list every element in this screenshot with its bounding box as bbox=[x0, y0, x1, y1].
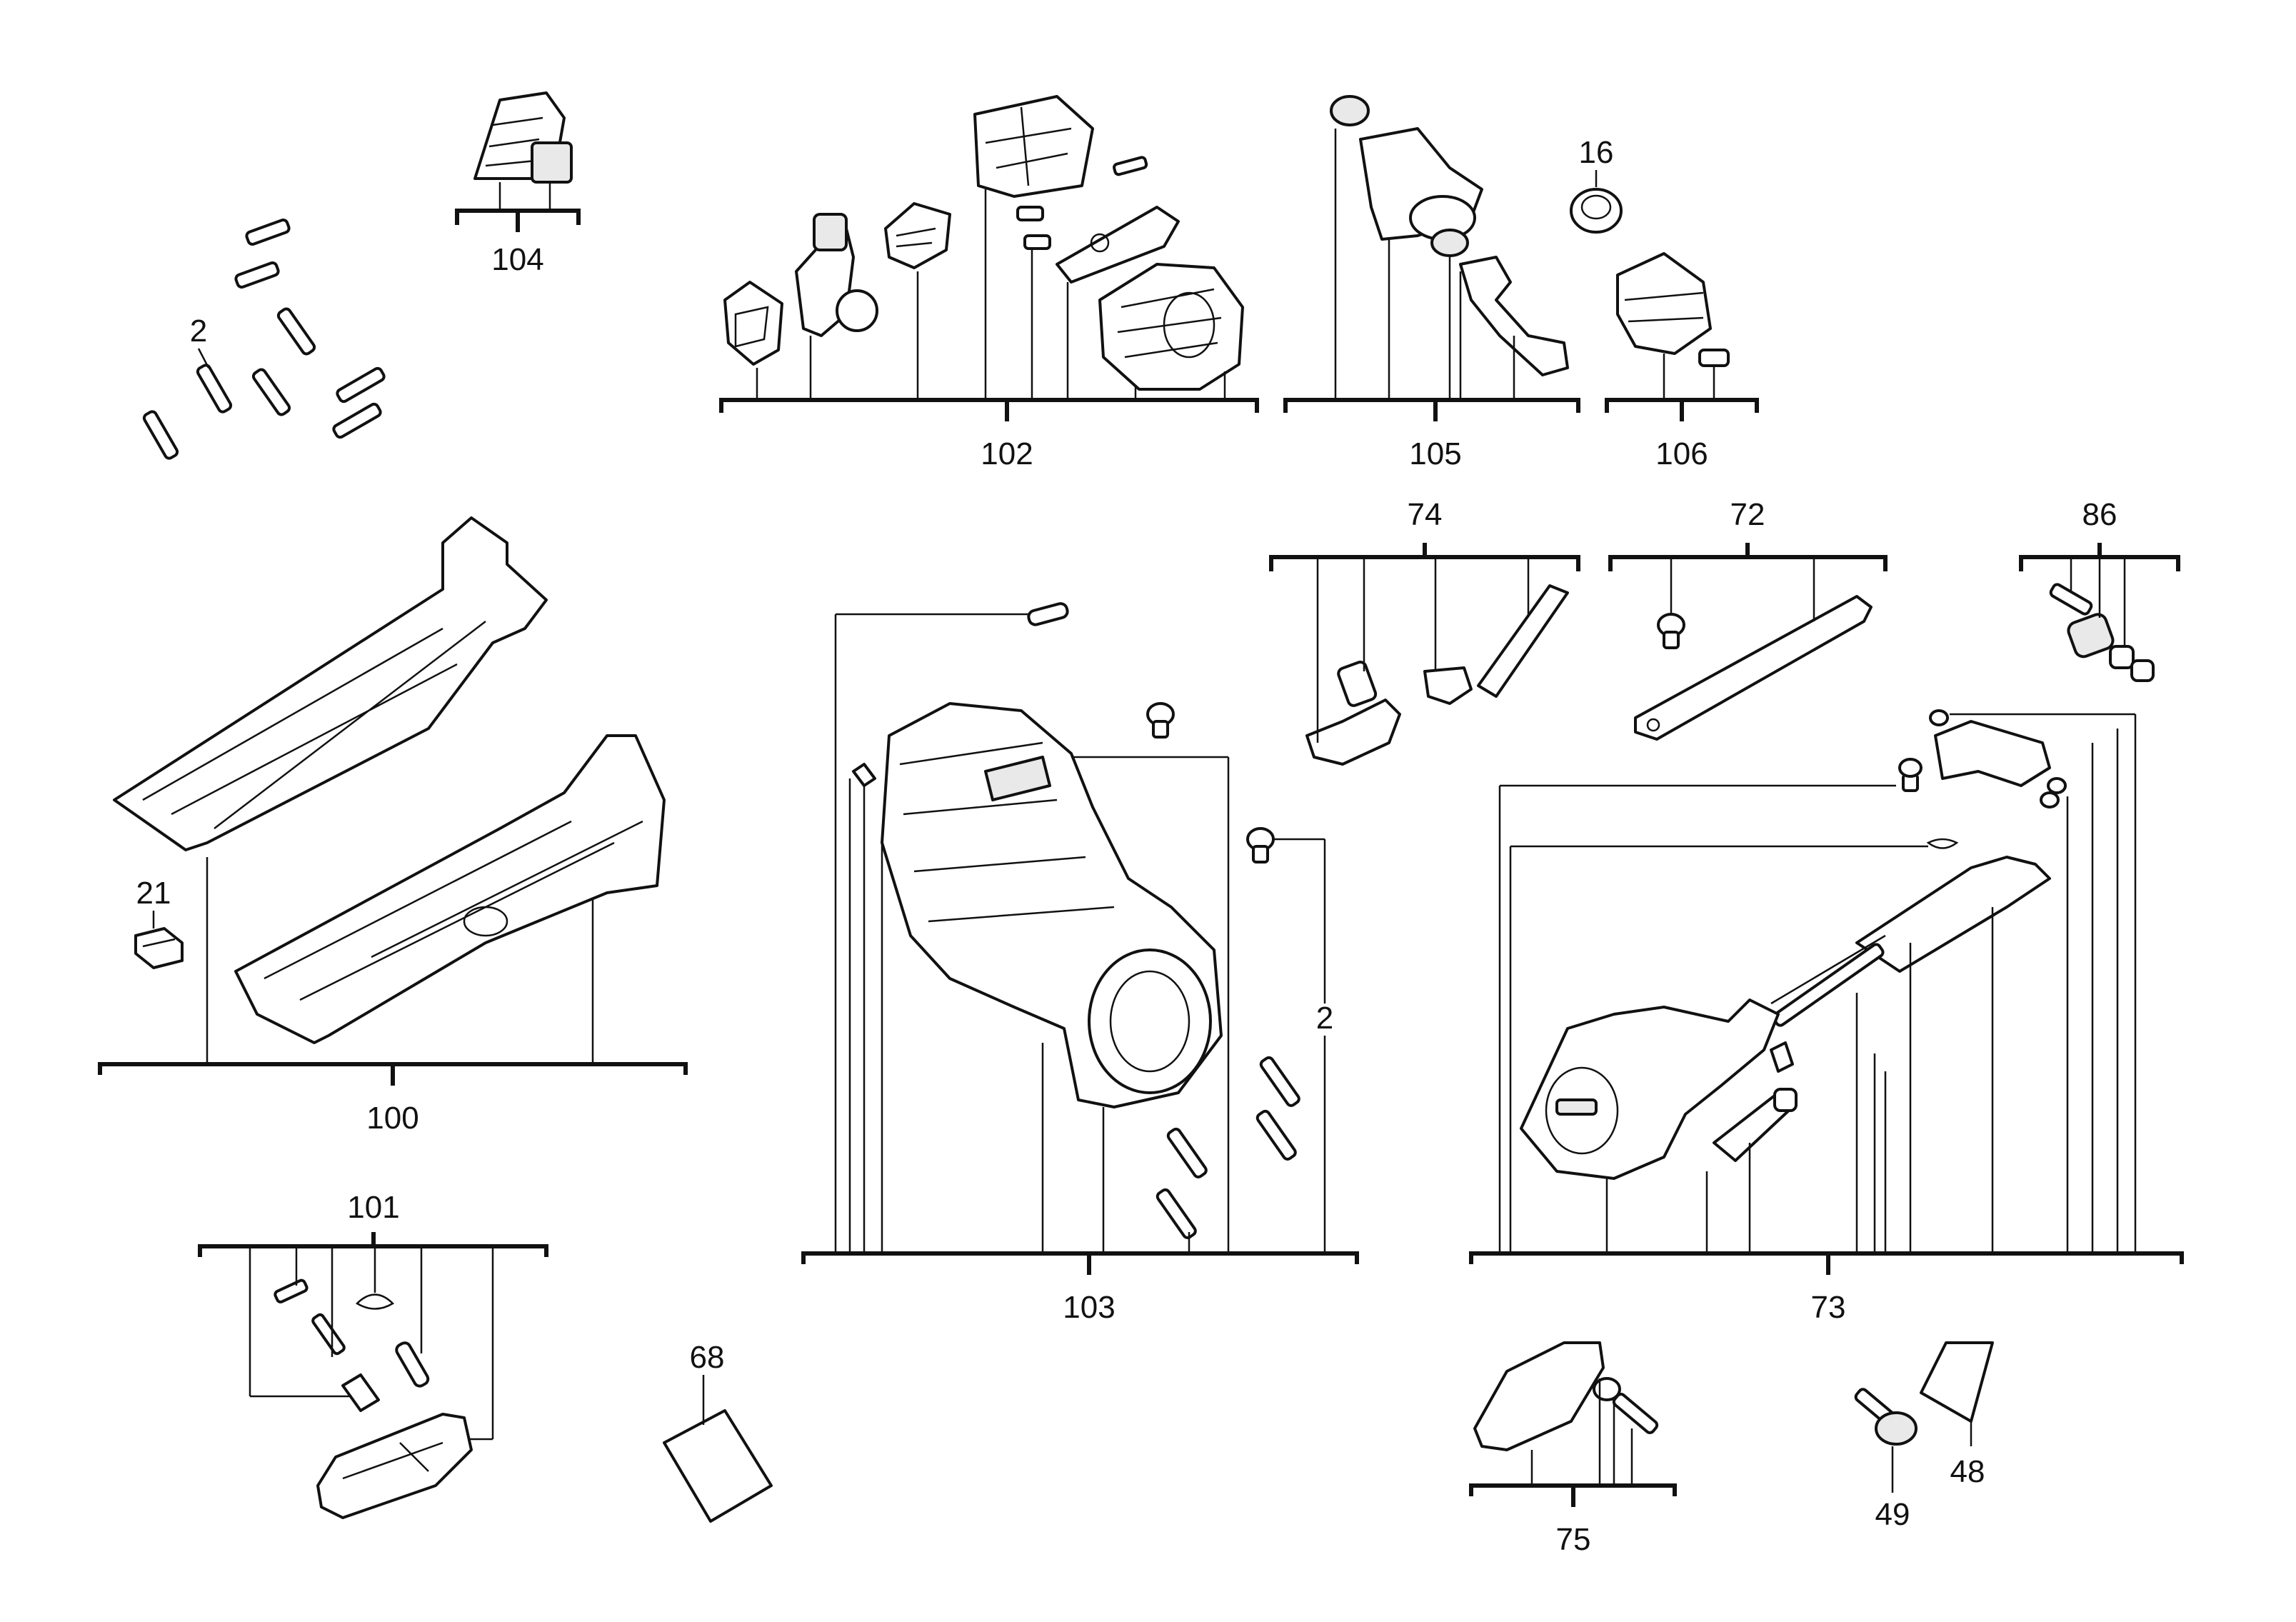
label-104: 104 bbox=[491, 242, 543, 277]
part-21: 21 bbox=[134, 876, 184, 969]
screw bbox=[336, 366, 386, 404]
label-103: 103 bbox=[1063, 1290, 1115, 1325]
part-68: 68 bbox=[663, 1340, 773, 1523]
screw-set-2-middle: 2 103 bbox=[1063, 827, 1333, 1325]
part-group-100: 100 bbox=[98, 516, 688, 1136]
label-86: 86 bbox=[2082, 497, 2117, 532]
part-group-101: 101 bbox=[198, 1190, 548, 1519]
screw bbox=[251, 368, 291, 416]
label-2: 2 bbox=[190, 314, 207, 349]
part-group-105: 105 bbox=[1283, 95, 1580, 471]
label-100: 100 bbox=[366, 1101, 418, 1136]
label-101: 101 bbox=[347, 1190, 399, 1225]
part-group-74: 74 bbox=[1269, 497, 1580, 766]
part-49: 49 bbox=[1854, 1388, 1917, 1532]
part-group-102: 102 bbox=[719, 95, 1259, 471]
part-group-106: 106 bbox=[1605, 252, 1759, 471]
label-68: 68 bbox=[690, 1340, 725, 1375]
part-group-72: 72 bbox=[1608, 497, 1888, 741]
screw-set-2: 2 bbox=[142, 218, 386, 460]
screw bbox=[234, 261, 280, 289]
label-105: 105 bbox=[1409, 436, 1461, 471]
label-74: 74 bbox=[1408, 497, 1443, 532]
label-72: 72 bbox=[1730, 497, 1765, 532]
label-16: 16 bbox=[1579, 135, 1614, 170]
label-21: 21 bbox=[136, 876, 171, 911]
part-group-103 bbox=[801, 602, 1359, 1275]
part-group-86: 86 bbox=[2019, 497, 2180, 682]
label-48: 48 bbox=[1950, 1454, 1985, 1489]
screw bbox=[332, 402, 382, 439]
label-2-middle: 2 bbox=[1316, 1001, 1333, 1036]
screw bbox=[142, 410, 179, 460]
label-49: 49 bbox=[1875, 1497, 1910, 1532]
part-group-104: 104 bbox=[455, 91, 581, 277]
label-102: 102 bbox=[981, 436, 1033, 471]
part-48: 48 bbox=[1920, 1341, 1994, 1489]
part-group-73: 73 bbox=[1469, 709, 2184, 1325]
label-73: 73 bbox=[1811, 1290, 1846, 1325]
screw bbox=[245, 218, 291, 246]
part-group-75: 75 bbox=[1469, 1341, 1677, 1557]
label-75: 75 bbox=[1556, 1522, 1591, 1557]
screw bbox=[276, 307, 316, 356]
part-16: 16 bbox=[1570, 135, 1623, 234]
screw bbox=[196, 364, 233, 414]
label-106: 106 bbox=[1655, 436, 1708, 471]
